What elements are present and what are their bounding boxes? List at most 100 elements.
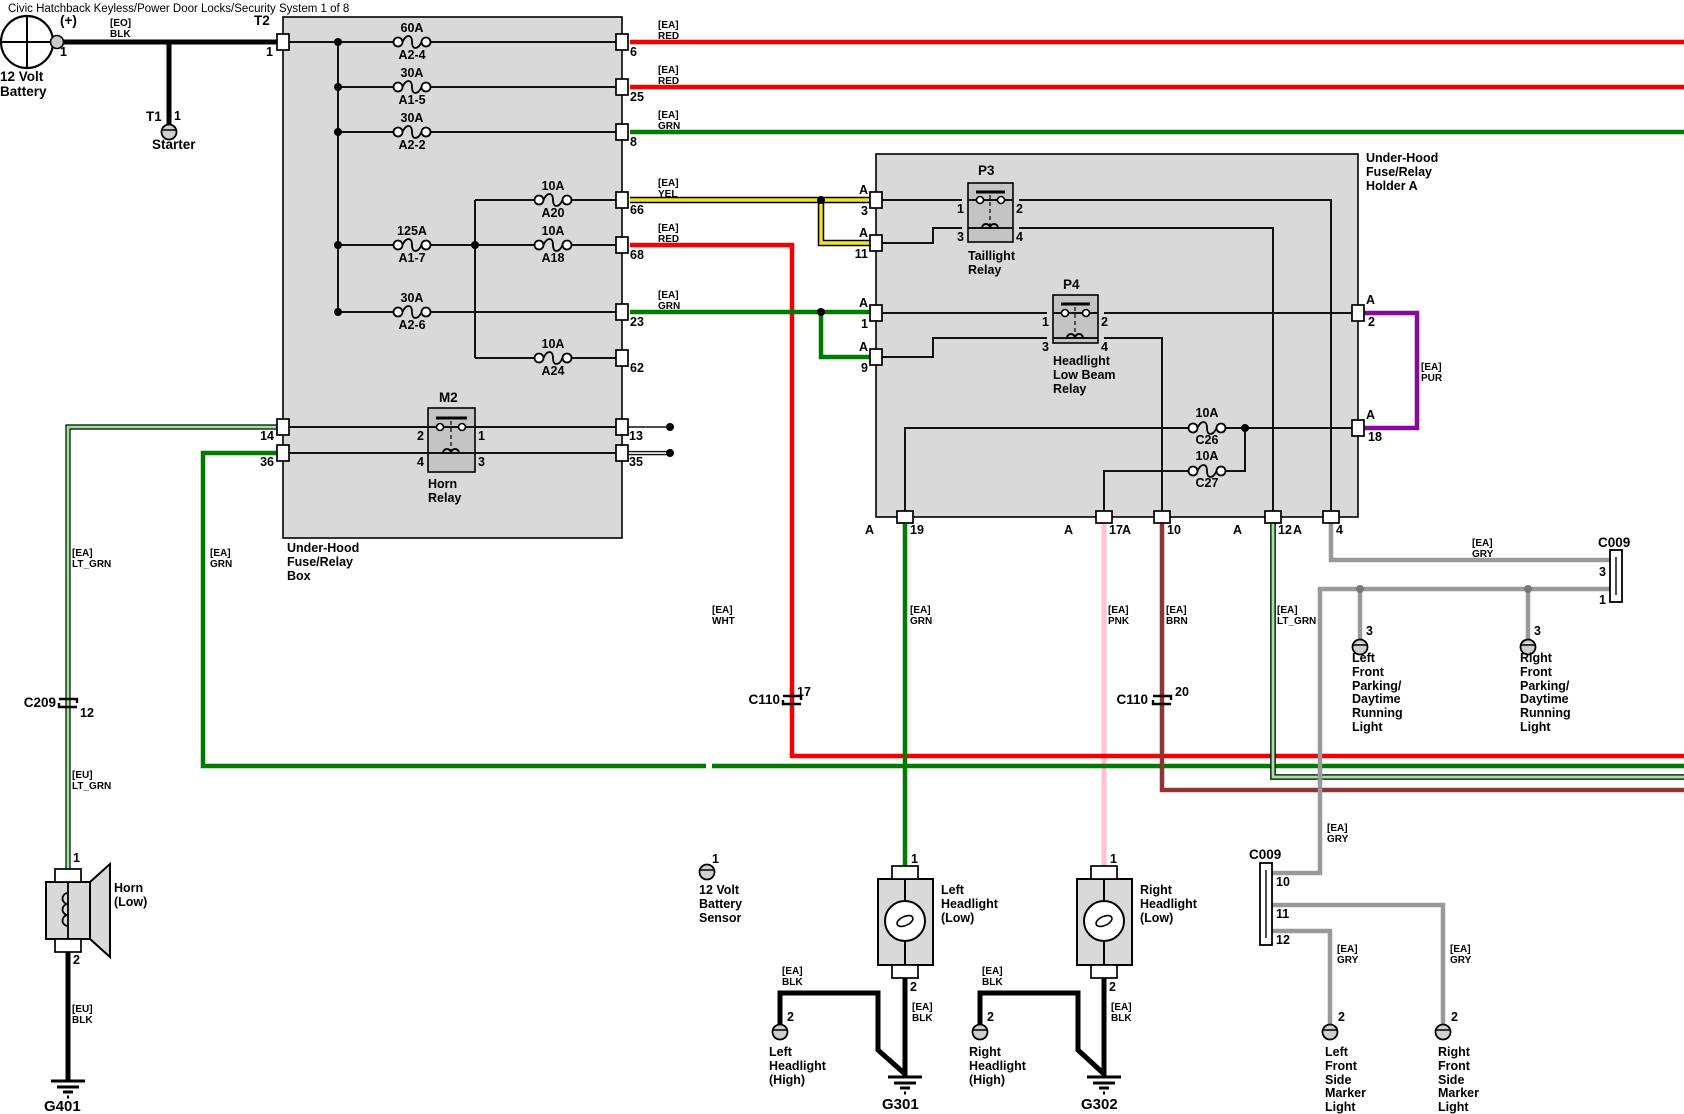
bulb-icon [884,900,926,942]
p3-label: Taillight Relay [968,249,1015,277]
horn-coil-icon [61,892,69,927]
wire-label-pnk-a17: [EA] PNK [1108,605,1130,628]
c27-amp: 10A [1195,449,1219,463]
purple-wire-a2-a18 [1358,310,1420,431]
g401-ground-icon [51,1079,85,1099]
pin35-stub [627,450,668,456]
pin-a9-a: A [858,340,868,354]
relay-p3-taillight [967,182,1014,243]
wire-label-pur: [EA] PUR [1421,362,1443,385]
fuse-id: A2-4 [398,48,426,62]
inline-connectors [57,694,1173,709]
pin-8: 8 [630,135,637,149]
wire-label-ltgrn-ea: [EA] LT_GRN [72,548,112,571]
pin-a19-a: A [864,523,874,537]
right-headlight-low-symbol [1076,865,1133,979]
p3-id: P3 [978,163,995,178]
external-wires [57,39,1684,1080]
pin-a1-n: 1 [861,317,868,331]
wire-label-blk-lh-high: [EA] BLK [782,966,803,989]
green-wire-pin23 [630,309,876,360]
m2-id: M2 [439,390,458,405]
pin-a4-n: 4 [1336,523,1343,537]
rh-low-label: Right Headlight (Low) [1140,883,1197,925]
pin-a9-n: 9 [861,361,868,375]
pin-brackets [276,33,1365,524]
g301-label: G301 [882,1096,919,1113]
m2-pin4: 4 [417,455,424,469]
fuse-a2-4 [392,35,432,49]
horn-low-symbol [45,861,111,960]
holder-a-internal-wiring [876,199,1358,517]
c26-id: C26 [1195,433,1219,447]
battery-pin: 1 [60,45,67,59]
fusebox-label: Under-Hood Fuse/Relay Box [287,541,360,583]
pin-66: 66 [630,203,644,217]
sensor-label: 12 Volt Battery Sensor [699,883,743,925]
fuse-amp: 125A [397,224,427,238]
pin-35: 35 [629,455,643,469]
fuse-id: A2-6 [398,318,426,332]
c110-20-connector [1151,694,1173,706]
c009-a-pin1: 1 [1599,593,1606,607]
ltgreen-wire-pin14-outline [65,424,283,869]
fuse-amp: 10A [541,337,565,351]
c009-b-pin10: 10 [1276,875,1290,889]
fuse-a18 [533,238,573,252]
wire-label-grn-a19: [EA] GRN [910,605,933,628]
wire-label-grn: [EA] GRN [658,110,681,133]
wire-label-gry-rf: [EA] GRY [1450,944,1472,967]
terminals [160,123,1537,1041]
wire-label-blk-rh: [EA] BLK [1111,1002,1132,1025]
wire-label-blk-lh: [EA] BLK [912,1002,933,1025]
wire-label-ltgrn-eu: [EU] LT_GRN [72,770,112,793]
fuse-a1-7 [392,238,432,252]
fuse-a20 [533,193,573,207]
rf-parking-label: Right Front Parking/ Daytime Running Lig… [1520,651,1571,734]
lh-high-label: Left Headlight (High) [769,1045,826,1087]
right-front-parking-terminal [1519,638,1537,656]
lf-parking-pin: 3 [1366,624,1373,638]
battery-sensor-terminal [698,863,716,881]
c009-connector-a [1609,549,1623,603]
c009-a-label: C009 [1598,535,1631,550]
wire-label-blk-rh-high: [EA] BLK [982,966,1003,989]
wire-label-blk-eu: [EU] BLK [72,1004,93,1027]
pin-6: 6 [630,45,637,59]
relay-m2-horn [427,407,476,473]
g302-label: G302 [1081,1096,1118,1113]
pin-62: 62 [630,361,644,375]
wire-label-grn: [EA] GRN [658,290,681,313]
fuse-c27 [1187,464,1227,478]
green-wire-pin36 [200,450,1684,769]
wire-label-gry-lf: [EA] GRY [1337,944,1359,967]
p4-pin1: 1 [1042,315,1049,329]
c110-17-pin: 17 [797,685,811,699]
m2-pin1: 1 [478,429,485,443]
ltgreen-wire-a12 [1271,517,1684,779]
pin-23: 23 [630,315,644,329]
wire-label-yel: [EA] YEL [658,178,679,201]
c009-a-pin3: 3 [1599,565,1606,579]
pin-13: 13 [629,429,643,443]
ltgreen-wire-pin14-horn [66,425,283,869]
left-headlight-low-symbol [877,865,934,979]
p4-pin2: 2 [1101,315,1108,329]
starter-terminal [160,123,178,141]
pin-36: 36 [260,455,274,469]
m2-pin3: 3 [478,455,485,469]
p4-pin3: 3 [1042,340,1049,354]
lf-marker-pin: 2 [1338,1010,1345,1024]
wire-label-grn-ea: [EA] GRN [210,548,233,571]
battery-plus-label: (+) [60,13,77,28]
right-front-side-marker-terminal [1434,1023,1452,1041]
horn-pin1: 1 [73,851,80,865]
fuse-a2-2 [392,125,432,139]
p3-pin4: 4 [1016,230,1023,244]
p4-pin4: 4 [1101,340,1108,354]
c110-17-connector [781,694,803,706]
fuse-c26 [1187,421,1227,435]
p4-label: Headlight Low Beam Relay [1053,354,1116,396]
gray-wiring-parking-markers [1272,517,1610,1025]
